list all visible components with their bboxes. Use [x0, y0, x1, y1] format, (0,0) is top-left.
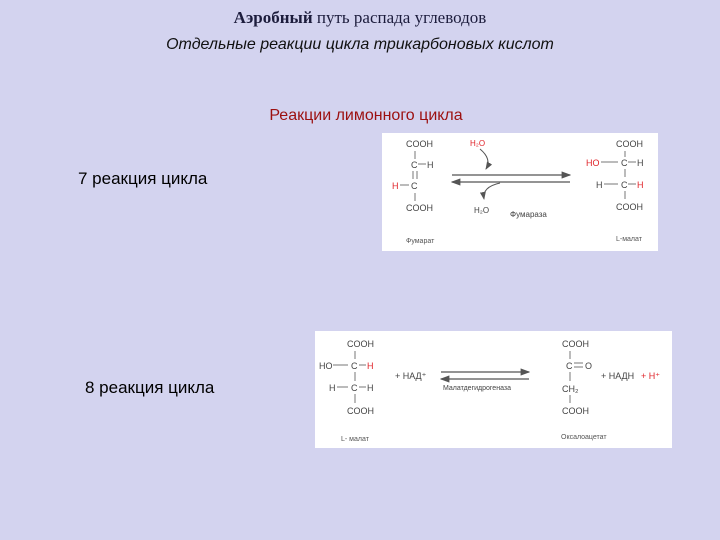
proton: + H⁺ [641, 371, 660, 381]
equilibrium-arrows [439, 368, 531, 383]
fumarate-structure: COOH C H H C COOH [392, 139, 434, 213]
carbon: C [411, 181, 418, 191]
cooh-bottom: COOH [406, 203, 433, 213]
carbon: C [351, 361, 358, 371]
hydrogen: H [329, 383, 336, 393]
hydrogen-red: H [392, 181, 399, 191]
malate-structure: COOH HO C H H C H COOH [319, 339, 374, 416]
hydrogen: H [427, 160, 434, 170]
slide-title: Аэробный путь распада углеводов [233, 8, 487, 27]
enzyme-name: Фумараза [510, 210, 547, 219]
carbon: C [621, 158, 628, 168]
hydrogen: H [367, 383, 374, 393]
hydrogen-red: H [637, 180, 644, 190]
cooh-bottom: COOH [616, 202, 643, 212]
section-title: Реакции лимонного цикла [269, 107, 463, 124]
fumarate-name: Фумарат [406, 238, 435, 245]
nad-plus: + НАД⁺ [395, 371, 427, 381]
cooh-top: COOH [347, 339, 374, 349]
carbon: C [411, 160, 418, 170]
cooh-top: COOH [616, 139, 643, 149]
hydroxyl: HO [319, 361, 333, 371]
nadh: + НАДН [601, 371, 634, 381]
malate-name: L-малат [616, 236, 643, 243]
cooh-top: COOH [406, 139, 433, 149]
reaction-8-label: 8 реакция цикла [85, 378, 215, 397]
malate-name: L- малат [341, 436, 370, 443]
cooh-top: COOH [562, 339, 589, 349]
carbon: C [621, 180, 628, 190]
enzyme-name: Малатдегидрогеназа [443, 385, 511, 392]
water-out: H₂O [474, 206, 489, 215]
oxaloacetate-structure: COOH C O CH₂ COOH [562, 339, 592, 416]
reaction-7-diagram: COOH C H H C COOH H₂O H₂O Фумараза COOH [382, 133, 658, 251]
malate-structure: COOH HO C H H C H COOH [586, 139, 644, 212]
reaction-7-label: 7 реакция цикла [78, 169, 208, 188]
carbon: C [566, 361, 573, 371]
water-in: H₂O [470, 139, 485, 148]
hydrogen-red: H [367, 361, 374, 371]
equilibrium-arrows [450, 171, 572, 186]
reaction-8-diagram: COOH HO C H H C H COOH + НАД⁺ Малатдегид… [315, 331, 672, 448]
oxaloacetate-name: Оксалоацетат [561, 434, 607, 441]
hydrogen: H [637, 158, 644, 168]
slide-subtitle: Отдельные реакции цикла трикарбоновых ки… [166, 36, 554, 53]
hydrogen: H [596, 180, 603, 190]
methylene: CH₂ [562, 384, 579, 394]
hydroxyl-red: HO [586, 158, 600, 168]
cooh-bottom: COOH [347, 406, 374, 416]
carbon: C [351, 383, 358, 393]
cooh-bottom: COOH [562, 406, 589, 416]
oxygen: O [585, 361, 592, 371]
